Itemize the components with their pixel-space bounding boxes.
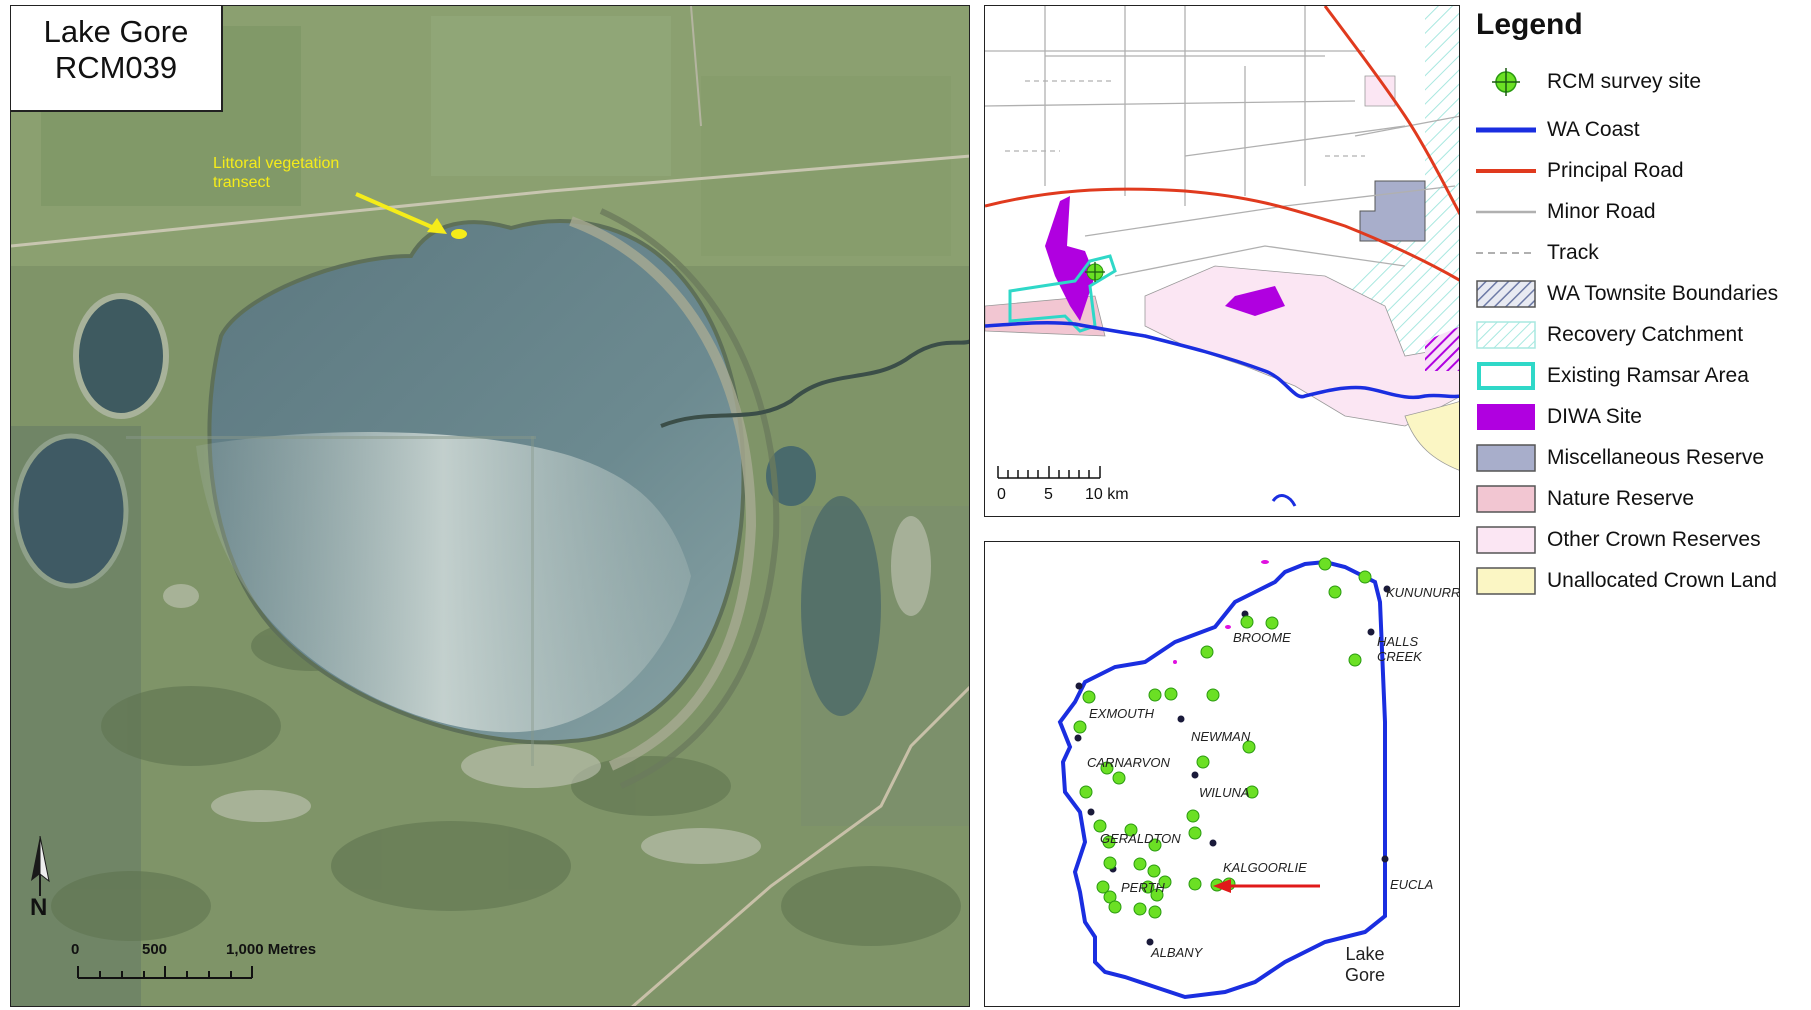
legend-item-diwa-site: DIWA Site: [1476, 402, 1806, 432]
legend-item-miscellaneous-reserve: Miscellaneous Reserve: [1476, 443, 1806, 473]
town-label-eucla: EUCLA: [1390, 877, 1434, 892]
aerial-scale-label-1000: 1,000 Metres: [226, 941, 317, 958]
transect-marker: [451, 229, 467, 239]
legend-item-rcm-survey-site: RCM survey site: [1476, 67, 1806, 97]
aerial-scale-ticks: [77, 966, 253, 979]
legend-label: Miscellaneous Reserve: [1547, 446, 1765, 469]
legend-label: Principal Road: [1547, 159, 1684, 182]
town-label-broome: BROOME: [1233, 630, 1291, 645]
diwa-fill-icon: [1477, 404, 1535, 430]
locator-scale-label-5: 5: [1044, 486, 1053, 503]
locator-map: [985, 6, 1459, 516]
town-label-geraldton: GERALDTON: [1100, 831, 1181, 846]
legend-label: Minor Road: [1547, 200, 1656, 223]
legend-item-wa-townsite-boundaries: WA Townsite Boundaries: [1476, 279, 1806, 309]
aerial-photo-panel: Lake Gore RCM039 Littoral vegetation tra…: [10, 5, 970, 1007]
green-site-icon: [1492, 68, 1520, 96]
blue-line-icon: [1476, 127, 1536, 133]
recovery-hatch-icon: [1476, 321, 1536, 349]
legend-label: DIWA Site: [1547, 405, 1642, 428]
map-title-line2: RCM039: [54, 50, 178, 85]
ramsar-outline-icon: [1477, 362, 1535, 390]
aerial-scale-label-0: 0: [71, 941, 80, 958]
pointer-label-line2: Gore: [1345, 965, 1386, 985]
dashed-line-icon: [1476, 252, 1536, 254]
legend-item-recovery-catchment: Recovery Catchment: [1476, 320, 1806, 350]
legend-label: Track: [1547, 241, 1599, 264]
unallocated-land-fill-icon: [1476, 567, 1536, 595]
annotation-line1: Littoral vegetation: [213, 155, 340, 172]
legend-item-track: Track: [1476, 238, 1806, 268]
town-label-perth: PERTH: [1121, 880, 1165, 895]
locator-scale-bar: 0 5 10 km: [997, 464, 1197, 508]
north-arrow-icon: [31, 836, 50, 896]
town-label-carnarvon: CARNARVON: [1087, 755, 1170, 770]
grey-line-icon: [1476, 210, 1536, 214]
locator-scale-label-0: 0: [997, 486, 1006, 503]
annotation-line2: transect: [213, 174, 270, 191]
pointer-label-line1: Lake: [1345, 944, 1385, 964]
town-label-wiluna: WILUNA: [1199, 785, 1250, 800]
map-title-box: Lake Gore RCM039: [11, 6, 223, 112]
transect-annotation: Littoral vegetation transect: [213, 154, 339, 192]
town-label-exmouth: EXMOUTH: [1089, 706, 1154, 721]
red-line-icon: [1476, 169, 1536, 173]
legend: Legend RCM survey site WA Coast Principa…: [1476, 0, 1811, 600]
legend-label: WA Coast: [1547, 118, 1640, 141]
crown-reserves-fill-icon: [1476, 526, 1536, 554]
legend-title: Legend: [1476, 8, 1583, 41]
town-label-halls-creek: HALLS CREEK: [1377, 634, 1422, 664]
north-label: N: [30, 894, 48, 921]
legend-label: Recovery Catchment: [1547, 323, 1744, 346]
legend-item-nature-reserve: Nature Reserve: [1476, 484, 1806, 514]
legend-label: Nature Reserve: [1547, 487, 1695, 510]
locator-scale-ticks: [997, 466, 1101, 479]
legend-item-principal-road: Principal Road: [1476, 156, 1806, 186]
aerial-photo: [11, 6, 969, 1006]
legend-item-wa-coast: WA Coast: [1476, 115, 1806, 145]
wa-state-map: [985, 542, 1459, 1006]
survey-sites: [1073, 557, 1372, 919]
legend-label: WA Townsite Boundaries: [1547, 282, 1779, 305]
legend-label: Existing Ramsar Area: [1547, 364, 1749, 387]
town-label-kununurra: KUNUNURRA: [1386, 585, 1460, 600]
legend-item-other-crown-reserves: Other Crown Reserves: [1476, 525, 1806, 555]
town-label-albany: ALBANY: [1151, 945, 1203, 960]
lake-gore-pointer-label: Lake Gore: [1345, 944, 1385, 986]
aerial-scale-label-500: 500: [142, 941, 168, 958]
nature-reserve-fill-icon: [1476, 485, 1536, 513]
legend-label: RCM survey site: [1547, 70, 1702, 93]
townsite-hatch-icon: [1476, 280, 1536, 308]
legend-label: Unallocated Crown Land: [1547, 569, 1777, 592]
legend-item-unallocated-crown-land: Unallocated Crown Land: [1476, 566, 1806, 596]
legend-item-minor-road: Minor Road: [1476, 197, 1806, 227]
town-label-kalgoorlie: KALGOORLIE: [1223, 860, 1307, 875]
lake-gore-site-marker: [1085, 262, 1105, 282]
misc-reserve-fill-icon: [1476, 444, 1536, 472]
town-label-newman: NEWMAN: [1191, 729, 1251, 744]
map-title-line1: Lake Gore: [43, 14, 189, 49]
aerial-scale-bar: 0 500 1,000 Metres: [66, 941, 366, 991]
legend-item-existing-ramsar-area: Existing Ramsar Area: [1476, 361, 1806, 391]
transect-arrow: [355, 192, 442, 233]
locator-scale-label-10: 10 km: [1085, 486, 1129, 503]
locator-map-panel: 0 5 10 km: [984, 5, 1460, 517]
wa-state-map-panel: KUNUNURRA BROOME HALLS CREEK EXMOUTH NEW…: [984, 541, 1460, 1007]
legend-label: Other Crown Reserves: [1547, 528, 1761, 551]
north-arrow: N: [25, 836, 55, 926]
